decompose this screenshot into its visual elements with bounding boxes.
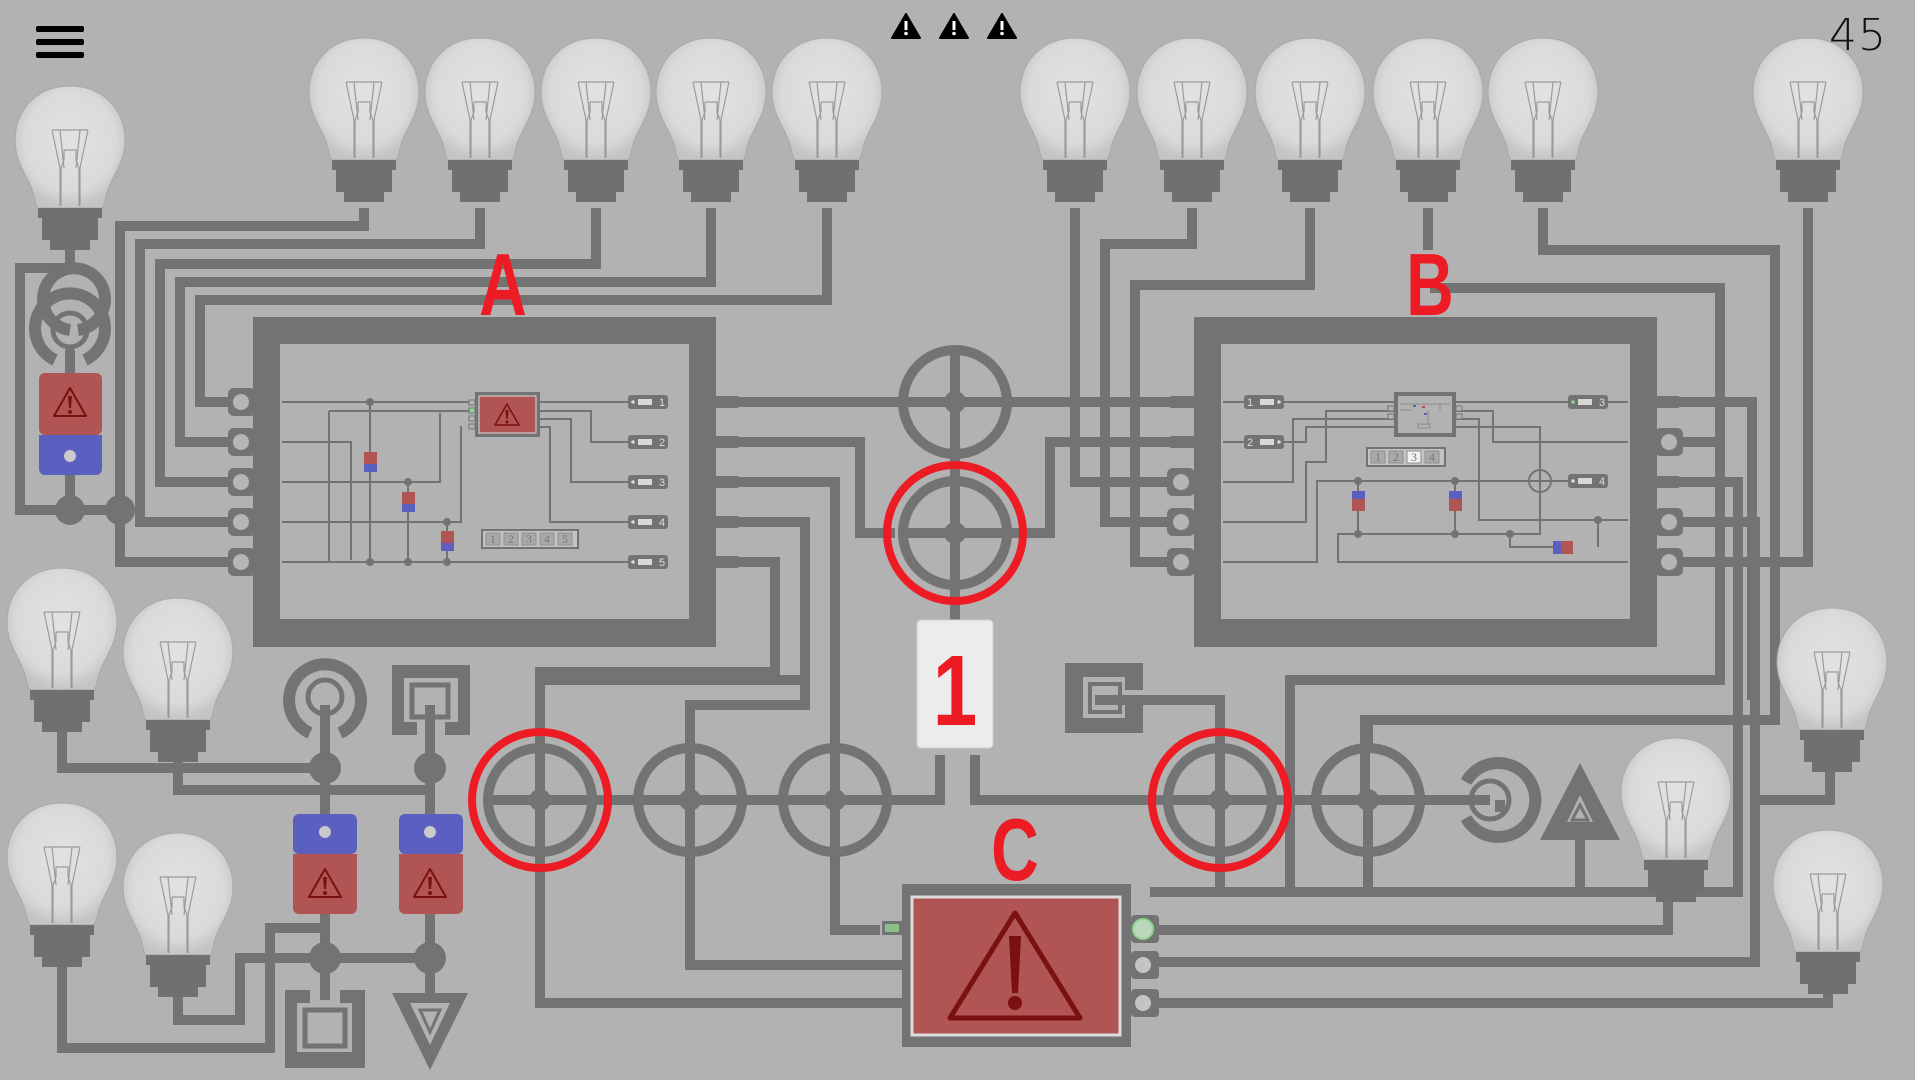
counter-value: 1 xyxy=(933,636,977,748)
bulb-icon[interactable] xyxy=(1752,37,1864,203)
output-chip-label: 1 xyxy=(1247,397,1253,409)
bulb-icon[interactable] xyxy=(1772,829,1884,995)
output-chip: 4 xyxy=(628,515,668,529)
selector-option-1[interactable]: 1 xyxy=(1370,450,1386,464)
selector-option-4[interactable]: 4 xyxy=(539,532,555,546)
svg-text:5: 5 xyxy=(562,532,568,546)
svg-text:2: 2 xyxy=(1393,450,1399,464)
output-chip: 5 xyxy=(628,555,668,569)
bulb-icon[interactable] xyxy=(771,37,883,203)
bulb-icon[interactable] xyxy=(655,37,767,203)
module-b-outputs: 34 xyxy=(1568,395,1608,488)
highlight-ring xyxy=(883,461,1027,605)
selector-option-1[interactable]: 1 xyxy=(485,532,501,546)
menu-button[interactable] xyxy=(36,26,84,64)
warning-triangle-icon xyxy=(939,13,969,39)
mini-switch[interactable] xyxy=(402,492,415,512)
selector-option-2[interactable]: 2 xyxy=(1388,450,1404,464)
bottom-left-junctions[interactable] xyxy=(483,672,940,857)
bulb-icon[interactable] xyxy=(1620,737,1732,903)
svg-text:4: 4 xyxy=(1429,450,1435,464)
bulb-icon[interactable] xyxy=(122,832,234,998)
output-chip: 3 xyxy=(628,475,668,489)
selector-option-3[interactable]: 3 xyxy=(521,532,537,546)
level-number: 45 xyxy=(1829,10,1887,61)
triangle-terminal[interactable] xyxy=(1540,763,1620,840)
bulb-icon[interactable] xyxy=(122,597,234,763)
output-chip-label: 3 xyxy=(1599,397,1605,409)
lower-left-switches[interactable] xyxy=(283,658,470,1070)
module-b-inputs: 12 xyxy=(1244,395,1284,449)
svg-text:3: 3 xyxy=(526,532,532,546)
mini-switch[interactable] xyxy=(364,452,377,472)
output-chip-label: 4 xyxy=(659,517,665,529)
svg-text:2: 2 xyxy=(508,532,514,546)
output-chip-label: 3 xyxy=(659,477,665,489)
selector-option-3[interactable]: 3 xyxy=(1406,450,1422,464)
bulb-icon[interactable] xyxy=(424,37,536,203)
mini-switch[interactable] xyxy=(441,531,454,551)
output-chip-label: 2 xyxy=(659,437,665,449)
svg-text:1: 1 xyxy=(490,532,496,546)
highlight-ring xyxy=(1148,728,1292,872)
output-chip-label: 5 xyxy=(659,557,665,569)
output-chip: 3 xyxy=(1568,395,1608,409)
counter-card: 1 xyxy=(916,619,994,749)
bulb-icon[interactable] xyxy=(1372,37,1484,203)
output-chip-label: 4 xyxy=(1599,476,1605,488)
bulb-icon[interactable] xyxy=(1254,37,1366,203)
module-a-outputs: 1 2 3 4 5 xyxy=(628,395,668,569)
output-chip-label: 2 xyxy=(1247,437,1253,449)
module-b-label: B xyxy=(1406,237,1454,334)
svg-text:4: 4 xyxy=(544,532,550,546)
bulb-icon[interactable] xyxy=(1487,37,1599,203)
module-a-label: A xyxy=(479,237,527,334)
bulb-icon[interactable] xyxy=(6,802,118,968)
mini-switch[interactable] xyxy=(1449,491,1462,511)
bulb-icon[interactable] xyxy=(1136,37,1248,203)
bulb-icon[interactable] xyxy=(1776,607,1888,773)
module-c[interactable] xyxy=(882,884,1159,1047)
bulb-icon[interactable] xyxy=(308,37,420,203)
ring-terminal[interactable] xyxy=(1460,757,1542,843)
output-chip: 4 xyxy=(1568,474,1608,488)
output-chip: 1 xyxy=(628,395,668,409)
warning-triangle-icon xyxy=(987,13,1017,39)
top-left-switch[interactable] xyxy=(29,262,135,525)
center-junctions[interactable] xyxy=(898,345,1012,620)
module-c-label: C xyxy=(991,802,1039,899)
selector-option-4[interactable]: 4 xyxy=(1424,450,1440,464)
selector-option-2[interactable]: 2 xyxy=(503,532,519,546)
warning-triangle-icon xyxy=(891,13,921,39)
square-terminal[interactable] xyxy=(1065,663,1143,733)
output-chip: 2 xyxy=(1244,435,1284,449)
bulb-icon[interactable] xyxy=(6,567,118,733)
mini-switch[interactable] xyxy=(1553,541,1573,554)
output-chip-label: 1 xyxy=(659,397,665,409)
selector-option-5[interactable]: 5 xyxy=(557,532,573,546)
warning-indicators xyxy=(890,12,1018,40)
output-chip: 2 xyxy=(628,435,668,449)
hamburger-menu-icon xyxy=(36,26,84,32)
svg-text:1: 1 xyxy=(1375,450,1381,464)
output-chip: 1 xyxy=(1244,395,1284,409)
mini-switch[interactable] xyxy=(1352,491,1365,511)
bulb-icon[interactable] xyxy=(14,85,126,251)
bulb-icon[interactable] xyxy=(540,37,652,203)
svg-text:3: 3 xyxy=(1411,450,1417,464)
highlight-ring xyxy=(468,728,612,872)
bulb-icon[interactable] xyxy=(1019,37,1131,203)
